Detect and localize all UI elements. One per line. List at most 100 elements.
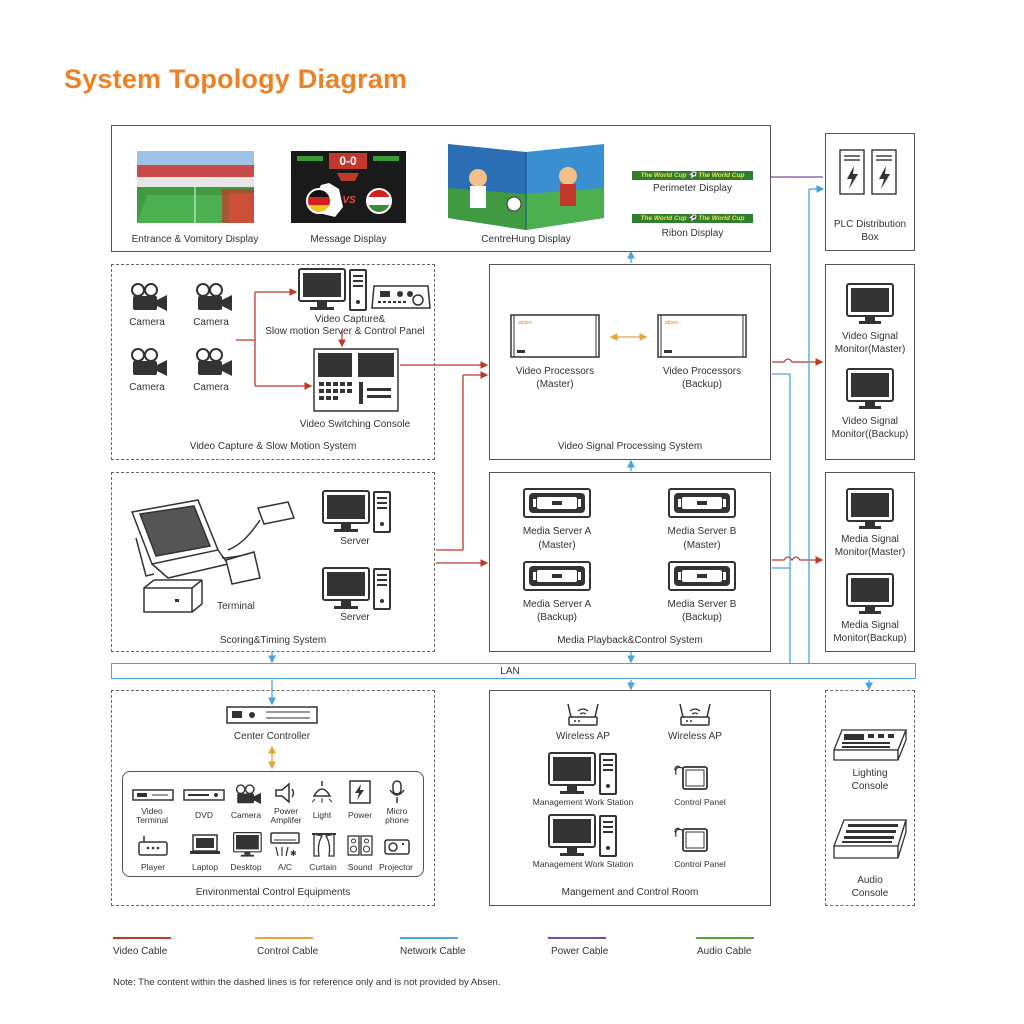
control-panel-label: Control Panel xyxy=(674,859,726,869)
legend-network-line xyxy=(400,937,458,939)
media-a-backup-line2: (Backup) xyxy=(536,612,577,623)
media-server-icon xyxy=(668,561,736,591)
entrance-display-image xyxy=(137,151,254,223)
env-label-player: Player xyxy=(140,862,166,872)
switching-console-icon xyxy=(313,348,399,412)
workstation-label: Management Work Station xyxy=(532,859,634,869)
legend-audio-cable: Audio Cable xyxy=(697,946,752,957)
dvd-icon xyxy=(183,789,225,801)
media-monitor-backup-line2: Monitor(Backup) xyxy=(833,633,907,644)
media-server-icon xyxy=(523,488,591,518)
monitor-icon xyxy=(846,488,894,530)
env-label-dvd: DVD xyxy=(195,810,213,820)
env-label-ac: A/C xyxy=(277,862,293,872)
scoring-system-box xyxy=(111,472,435,652)
processor-backup-line1: Video Processors xyxy=(662,366,742,377)
media-monitor-master-line2: Monitor(Master) xyxy=(834,547,906,558)
media-a-master-line1: Media Server A xyxy=(522,526,592,537)
processor-master-line1: Video Processors xyxy=(515,366,595,377)
power-icon xyxy=(349,780,371,804)
env-label-video-terminal-2: Terminal xyxy=(135,815,169,825)
camera-icon xyxy=(196,348,233,377)
management-caption: Mangement and Control Room xyxy=(561,887,699,898)
video-monitor-master-line1: Video Signal xyxy=(842,331,898,342)
audio-console-icon xyxy=(833,819,907,859)
video-monitor-master-line2: Monitor(Master) xyxy=(834,344,906,355)
legend-control-cable: Control Cable xyxy=(257,946,319,957)
env-label-desktop: Desktop xyxy=(230,862,262,872)
capture-system-box xyxy=(111,264,435,460)
media-monitor-backup-line1: Media Signal xyxy=(841,620,899,631)
light-icon xyxy=(311,781,333,803)
env-label-video-terminal-1: Video xyxy=(141,806,163,816)
env-label-curtain: Curtain xyxy=(309,862,337,872)
media-b-master-line2: (Master) xyxy=(683,540,721,551)
perimeter-display-label: Perimeter Display xyxy=(653,183,732,194)
monitor-icon xyxy=(846,283,894,325)
control-panel-icon xyxy=(371,285,431,309)
media-b-backup-line2: (Backup) xyxy=(681,612,722,623)
env-label-power: Power xyxy=(347,810,373,820)
media-monitor-master-line1: Media Signal xyxy=(841,534,899,545)
video-monitor-box xyxy=(825,264,915,460)
server-icon xyxy=(322,490,391,533)
media-a-backup-line1: Media Server A xyxy=(522,599,592,610)
camera-label: Camera xyxy=(129,382,165,393)
server-label: Server xyxy=(340,612,370,623)
environment-caption: Environmental Control Equipments xyxy=(195,887,351,898)
monitor-icon xyxy=(846,368,894,410)
media-b-backup-line1: Media Server B xyxy=(667,599,737,610)
lan-bus xyxy=(111,663,916,679)
camera-icon xyxy=(235,784,262,805)
legend-video-line xyxy=(113,937,171,939)
centrehung-display-label: CentreHung Display xyxy=(481,234,571,245)
server-label: Server xyxy=(340,536,370,547)
monitor-icon xyxy=(846,573,894,615)
scoring-system-caption: Scoring&Timing System xyxy=(219,635,327,646)
scoreboard-vs: VS xyxy=(342,195,356,206)
switching-console-label: Video Switching Console xyxy=(299,419,411,430)
capture-server-label-line1: Video Capture& xyxy=(314,314,386,325)
media-server-icon xyxy=(523,561,591,591)
consoles-box xyxy=(825,690,915,906)
env-label-laptop: Laptop xyxy=(192,862,218,872)
media-system-box xyxy=(489,472,771,652)
media-b-master-line1: Media Server B xyxy=(667,526,737,537)
camera-label: Camera xyxy=(193,382,229,393)
microphone-icon xyxy=(389,780,405,803)
processing-system-caption: Video Signal Processing System xyxy=(557,441,703,452)
media-server-icon xyxy=(668,488,736,518)
plc-distribution-box xyxy=(825,133,915,251)
wireless-ap-label: Wireless AP xyxy=(556,731,610,742)
lan-label: LAN xyxy=(500,666,520,677)
environment-box xyxy=(111,690,435,906)
legend-control-line xyxy=(255,937,313,939)
audio-console-line1: Audio xyxy=(857,875,883,886)
entrance-display-label: Entrance & Vomitory Display xyxy=(131,234,259,245)
video-processor-icon: absen xyxy=(510,314,600,358)
env-label-power-amp-1: Power xyxy=(273,806,299,816)
center-controller-icon xyxy=(226,706,318,724)
legend-power-cable: Power Cable xyxy=(551,946,609,957)
camera-label: Camera xyxy=(193,317,229,328)
message-display-image: 0-0 VS xyxy=(291,151,406,223)
video-terminal-icon xyxy=(132,789,174,801)
sound-icon xyxy=(347,835,373,856)
legend-video-cable: Video Cable xyxy=(113,946,168,957)
env-label-projector: Projector xyxy=(378,862,413,872)
control-panel-label: Control Panel xyxy=(674,797,726,807)
lighting-console-icon xyxy=(833,729,907,761)
processor-master-line2: (Master) xyxy=(536,379,574,390)
plc-cabinet-icon xyxy=(839,149,897,195)
footnote: Note: The content within the dashed line… xyxy=(113,977,501,988)
camera-icon xyxy=(196,283,233,312)
air-conditioner-icon: ✱ xyxy=(270,832,300,858)
server-icon xyxy=(322,567,391,610)
wireless-ap-icon xyxy=(679,703,711,726)
control-panel-icon xyxy=(672,764,708,790)
media-a-master-line2: (Master) xyxy=(538,540,576,551)
env-label-power-amp-2: Amplifer xyxy=(270,815,302,825)
workstation-icon xyxy=(548,814,617,857)
media-monitor-box xyxy=(825,472,915,652)
desktop-icon xyxy=(233,831,262,858)
